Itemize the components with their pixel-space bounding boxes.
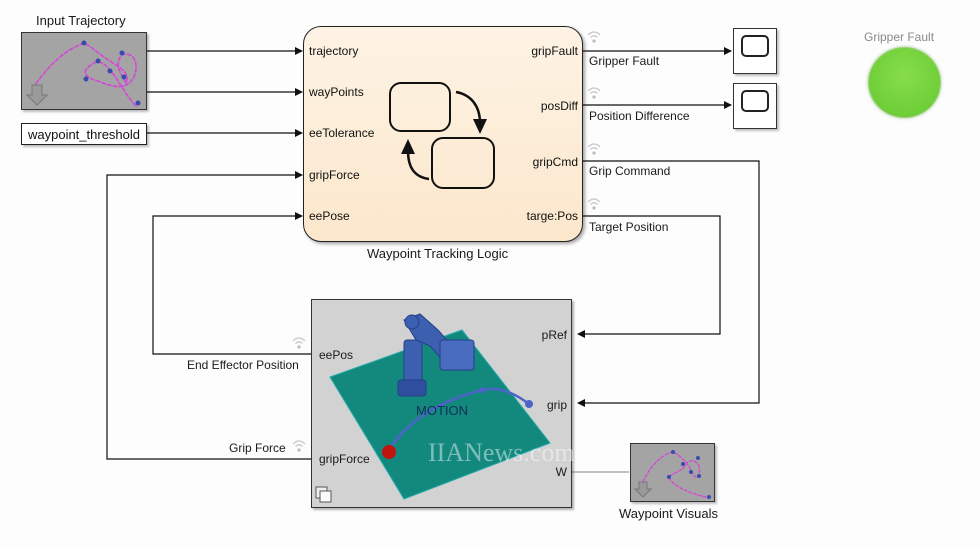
- port-trajectory: trajectory: [309, 44, 359, 58]
- motion-overlay-text: MOTION: [416, 403, 468, 418]
- signal-logging-icon[interactable]: [586, 140, 602, 156]
- signal-label-gripper-fault[interactable]: Gripper Fault: [589, 54, 660, 68]
- trajectory-plot-icon: [633, 450, 711, 499]
- wire-grip-cmd[interactable]: [577, 160, 760, 407]
- scope-screen-icon: [741, 90, 769, 112]
- signal-label-target-position[interactable]: Target Position: [589, 220, 669, 234]
- port-w: W: [555, 465, 567, 479]
- signal-logging-icon[interactable]: [586, 84, 602, 100]
- trajectory-path: [386, 387, 530, 453]
- download-arrow-icon: [633, 481, 653, 498]
- download-arrow-icon: [25, 84, 49, 106]
- state-icon-b: [431, 137, 495, 189]
- signal-label-grip-command[interactable]: Grip Command: [589, 164, 671, 178]
- wire-target-pos[interactable]: [577, 215, 721, 338]
- signal-label-position-difference[interactable]: Position Difference: [589, 109, 690, 123]
- signal-logging-icon[interactable]: [586, 28, 602, 44]
- signal-logging-icon[interactable]: [291, 334, 307, 350]
- signal-label-grip-force[interactable]: Grip Force: [229, 441, 286, 455]
- robot-arm-icon: [397, 313, 475, 397]
- scope-screen-icon: [741, 35, 769, 57]
- motion-subsystem-block[interactable]: MOTION IIANews.com eePos gripForce pRef …: [311, 299, 575, 508]
- waypoint-visuals-block[interactable]: [630, 443, 715, 502]
- subsystem-icon[interactable]: [315, 486, 333, 504]
- waypoint-tracking-logic-title: Waypoint Tracking Logic: [367, 246, 509, 261]
- waypoint-threshold-constant[interactable]: waypoint_threshold: [21, 123, 147, 145]
- signal-logging-icon[interactable]: [291, 437, 307, 453]
- port-grip-cmd: gripCmd: [532, 155, 578, 169]
- port-ee-pose: eePose: [309, 209, 350, 223]
- signal-label-end-effector-position[interactable]: End Effector Position: [187, 358, 299, 372]
- lamp-title: Gripper Fault: [864, 30, 935, 44]
- scope-position-difference[interactable]: [733, 83, 777, 129]
- signal-logging-icon[interactable]: [586, 195, 602, 211]
- waypoint-visuals-title: Waypoint Visuals: [619, 506, 718, 521]
- robot-scene-image: [329, 313, 551, 500]
- input-trajectory-block[interactable]: [21, 32, 147, 110]
- port-grip-fault: gripFault: [531, 44, 578, 58]
- port-ee-tolerance: eeTolerance: [309, 126, 375, 140]
- port-grip-force: gripForce: [309, 168, 360, 182]
- watermark: IIANews.com: [428, 438, 575, 467]
- waypoint-tracking-logic-block[interactable]: trajectory wayPoints eeTolerance gripFor…: [303, 26, 583, 242]
- scope-gripper-fault[interactable]: [733, 28, 777, 74]
- input-trajectory-title: Input Trajectory: [36, 13, 126, 28]
- transition-arrows-icon: [401, 90, 487, 181]
- port-target-pos: targe:Pos: [526, 209, 578, 223]
- target-ball: [382, 445, 396, 459]
- port-grip: grip: [546, 398, 567, 412]
- port-grip-force-out: gripForce: [319, 452, 370, 466]
- port-pref: pRef: [541, 328, 567, 342]
- port-ee-pos: eePos: [319, 348, 354, 362]
- state-icon-a: [389, 82, 451, 132]
- port-pos-diff: posDiff: [540, 99, 578, 113]
- wire-grip-force[interactable]: [106, 171, 311, 460]
- gripper-fault-lamp[interactable]: [868, 47, 941, 118]
- port-waypoints: wayPoints: [309, 85, 364, 99]
- wire-ee-pos[interactable]: [152, 212, 311, 355]
- trajectory-plot-icon: [25, 40, 141, 108]
